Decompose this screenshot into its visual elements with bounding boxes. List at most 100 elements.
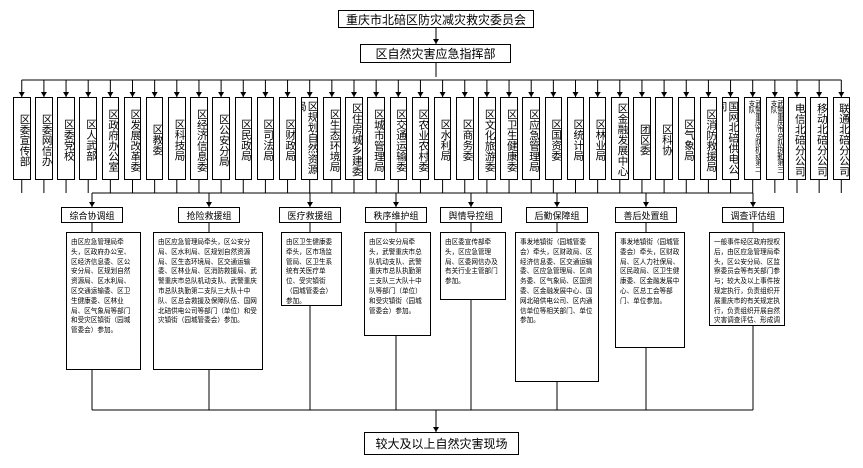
unit-arrow-35 — [794, 92, 800, 97]
group-5-name: 后勤保障组 — [526, 207, 588, 223]
group-5-desc: 事发地镇街（园城管委会）牵头，区财政局、区经济信息委、区交通运输委、区应急管理局… — [515, 232, 599, 382]
unit-arrow-3 — [85, 92, 92, 97]
unit-arrow-19 — [439, 92, 446, 97]
unit-arrow-36 — [816, 92, 823, 97]
group-6-desc: 事发地镇街（园城管委会）牵头，区财政局、区人力社保局、区民政局、区卫生健康委、区… — [615, 232, 685, 348]
unit-10: 区民政局 — [234, 97, 252, 180]
unit-37: 联通北碚分公司 — [832, 97, 851, 180]
unit-17: 区交通运输委 — [389, 97, 408, 180]
unit-arrow-22 — [506, 92, 513, 97]
unit-arrow-10 — [240, 92, 247, 97]
group-4-desc: 由区委宣传部牵头，区应急管理局、区委网信办及有关行业主管部门参加。 — [440, 232, 506, 300]
unit-arrow-6 — [151, 92, 158, 97]
committee-title: 重庆市北碚区防灾减灾救灾委员会 — [338, 10, 534, 28]
unit-6: 区教委 — [145, 97, 164, 180]
group-3-desc: 由区公安分局牵头，武警重庆市总队机动支队、武警重庆市总队执勤第三支队三大队十中队… — [364, 232, 431, 336]
unit-30: 区气象局 — [677, 97, 695, 180]
unit-2: 区委党校 — [57, 97, 75, 180]
unit-arrow-23 — [528, 92, 535, 97]
unit-arrow-33 — [749, 92, 756, 97]
group-arrow-3 — [393, 202, 399, 207]
unit-arrow-30 — [683, 92, 690, 97]
unit-29: 区科协 — [655, 97, 673, 180]
unit-9: 区公安分局 — [212, 97, 230, 180]
unit-arrow-1 — [40, 92, 47, 97]
unit-arrow-0 — [18, 92, 25, 97]
group-6-name: 善后处置组 — [615, 207, 677, 223]
group-arrow-4 — [468, 202, 474, 207]
unit-0: 区委宣传部 — [13, 97, 31, 180]
unit-arrow-32 — [727, 92, 734, 97]
group-2-desc: 由区卫生健康委牵头，区市场监管局、区卫生系统有关医疗单位、受灾镇街（园城管委会）… — [281, 232, 342, 306]
group-7-desc: 一般事件经区政府授权后，由区应急管理局牵头，区公安分局、区监察委员会等有关部门参… — [709, 232, 785, 326]
group-1-desc: 由区应急管理局牵头，区公安分局、区水利局、区规划自然资源局、区生态环境局、区交通… — [153, 232, 263, 370]
unit-arrow-37 — [838, 92, 845, 97]
unit-arrow-21 — [483, 92, 490, 97]
unit-arrow-31 — [705, 92, 712, 97]
group-2-name: 医疗救援组 — [279, 207, 341, 223]
unit-arrow-13 — [306, 92, 313, 97]
unit-arrow-4 — [107, 92, 114, 97]
unit-arrow-34 — [771, 92, 778, 97]
unit-18: 区农业农村委 — [411, 97, 430, 180]
unit-arrow-25 — [572, 92, 579, 97]
unit-arrow-7 — [173, 92, 180, 97]
unit-5: 区发展改革委 — [123, 97, 142, 180]
unit-16: 区城市管理局 — [367, 97, 385, 180]
unit-arrow-29 — [661, 92, 668, 97]
headquarters-title: 区自然灾害应急指挥部 — [360, 44, 511, 63]
unit-arrow-5 — [129, 92, 136, 97]
group-arrow-0 — [89, 202, 95, 207]
group-arrow-1 — [206, 202, 212, 207]
group-0-desc: 由区应急管理局牵头，区政府办公室、区经济信息委、区公安分局、区规划自然资源局、区… — [66, 232, 141, 370]
unit-23: 区应急管理局 — [522, 97, 540, 180]
unit-arrow-18 — [417, 92, 424, 97]
unit-21: 区文化旅游委 — [478, 97, 496, 180]
group-arrow-2 — [307, 202, 313, 207]
unit-4: 区政府办公室 — [101, 97, 120, 180]
unit-20: 区商务委 — [456, 97, 474, 180]
unit-7: 区科技局 — [168, 97, 186, 180]
group-3-name: 秩序维护组 — [365, 207, 427, 223]
group-arrow-5 — [554, 202, 560, 207]
group-arrow-6 — [643, 202, 649, 207]
unit-1: 区委网信办 — [35, 97, 53, 180]
unit-22: 区卫生健康委 — [500, 97, 518, 180]
unit-arrow-17 — [395, 92, 402, 97]
unit-36: 移动北碚分公司 — [810, 97, 828, 180]
unit-34: 武警重庆市总队执勤第三支队 — [766, 97, 784, 180]
unit-12: 区财政局 — [278, 97, 297, 180]
unit-33: 武警重庆市总队机动第二支队 — [743, 97, 762, 180]
unit-15: 区住房城乡建委 — [345, 97, 363, 180]
unit-8: 区经济信息委 — [190, 97, 208, 180]
unit-arrow-28 — [638, 92, 645, 97]
disaster-site-box: 较大及以上自然灾害现场 — [364, 432, 519, 455]
group-0-name: 综合协调组 — [61, 207, 123, 223]
unit-32: 国网北碚供电公司 — [721, 97, 740, 180]
unit-35: 电信北碚分公司 — [788, 97, 806, 180]
group-7-name: 调查评估组 — [722, 207, 784, 223]
group-arrow-7 — [750, 202, 756, 207]
unit-13: 区规划自然资源局 — [300, 97, 319, 180]
unit-arrow-9 — [218, 92, 225, 97]
unit-arrow-27 — [616, 92, 623, 97]
unit-arrow-11 — [262, 92, 269, 97]
to-site-arrow — [433, 427, 439, 432]
unit-27: 区金融发展中心 — [611, 97, 629, 180]
unit-arrow-20 — [461, 92, 468, 97]
unit-arrow-14 — [328, 92, 335, 97]
unit-arrow-16 — [373, 92, 380, 97]
unit-arrow-24 — [550, 92, 557, 97]
unit-25: 区统计局 — [566, 97, 585, 180]
unit-arrow-26 — [594, 92, 601, 97]
unit-arrow-15 — [351, 92, 357, 97]
unit-14: 区生态环境局 — [323, 97, 341, 180]
unit-28: 团区委 — [633, 97, 651, 180]
unit-arrow-12 — [284, 92, 291, 97]
unit-31: 区消防救援局 — [699, 97, 718, 180]
unit-26: 区林业局 — [588, 97, 607, 180]
unit-3: 区人武部 — [79, 97, 97, 180]
group-1-name: 抢险救援组 — [178, 207, 240, 223]
